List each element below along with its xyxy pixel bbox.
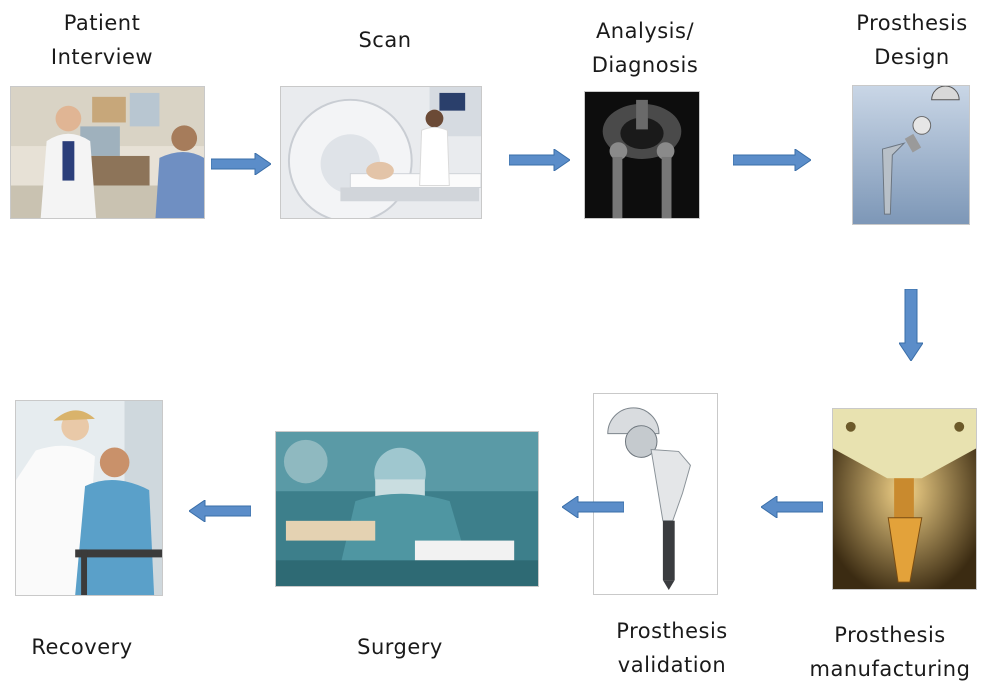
label-line: Prosthesis: [834, 623, 946, 647]
label-prosthesis-validation: Prosthesis validation: [592, 614, 752, 682]
label-patient-interview: Patient Interview: [22, 6, 182, 74]
label-line: validation: [617, 653, 727, 677]
label-analysis-diagnosis: Analysis/ Diagnosis: [565, 14, 725, 82]
flow-arrow-icon: [562, 496, 624, 518]
label-scan: Scan: [320, 23, 450, 57]
label-line: Surgery: [357, 635, 443, 659]
label-line: Interview: [50, 45, 154, 69]
label-line: Prosthesis: [856, 11, 968, 35]
flow-arrow-icon: [899, 289, 923, 361]
label-line: Scan: [358, 28, 412, 52]
label-line: Recovery: [31, 635, 133, 659]
prosthesis-design-render: [852, 85, 970, 225]
patient-interview-photo: [10, 86, 205, 219]
label-line: manufacturing: [809, 657, 971, 681]
ct-scan-photo: [280, 86, 482, 219]
flow-arrow-icon: [211, 153, 271, 175]
flow-arrow-icon: [509, 149, 570, 171]
label-prosthesis-design: Prosthesis Design: [832, 6, 982, 74]
label-line: Analysis/: [595, 19, 695, 43]
recovery-photo: [15, 400, 163, 596]
label-line: Design: [874, 45, 950, 69]
label-line: Patient: [63, 11, 141, 35]
surgery-photo: [275, 431, 539, 587]
label-surgery: Surgery: [330, 630, 470, 664]
label-line: Diagnosis: [591, 53, 699, 77]
label-recovery: Recovery: [12, 630, 152, 664]
hip-implant-photo: [593, 393, 718, 595]
manufacturing-photo: [832, 408, 977, 590]
label-line: Prosthesis: [616, 619, 728, 643]
xray-photo: [584, 91, 700, 219]
flow-arrow-icon: [733, 149, 811, 171]
flow-arrow-icon: [189, 500, 251, 522]
label-prosthesis-manufacturing: Prosthesis manufacturing: [798, 618, 982, 686]
flow-arrow-icon: [761, 496, 823, 518]
